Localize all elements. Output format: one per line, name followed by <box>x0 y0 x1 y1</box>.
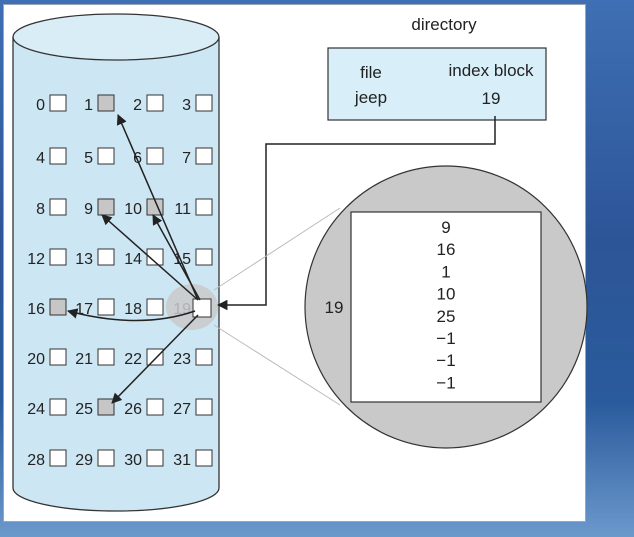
block-number-24: 24 <box>27 401 45 418</box>
block-number-2: 2 <box>133 97 142 114</box>
block-28-box <box>49 449 67 467</box>
arrow-to-block-9 <box>101 214 199 301</box>
block-12-box <box>49 248 67 266</box>
index-entry: 16 <box>437 240 456 259</box>
directory-to-index-arrow <box>216 116 496 311</box>
block-number-20: 20 <box>27 351 45 368</box>
block-number-4: 4 <box>36 150 45 167</box>
block-17-box <box>97 298 115 316</box>
block-number-21: 21 <box>75 351 93 368</box>
index-block-entries: 9 16 1 10 25 −1 −1 −1 <box>436 218 455 392</box>
directory-title: directory <box>411 15 477 34</box>
arrow-to-block-25 <box>111 314 199 404</box>
block-number-7: 7 <box>182 150 191 167</box>
block-27-box <box>195 398 213 416</box>
block-number-9: 9 <box>84 201 93 218</box>
block-31-box <box>195 449 213 467</box>
block-6-box <box>146 147 164 165</box>
directory-entry-index-block: 19 <box>482 89 501 108</box>
arrow-to-block-16 <box>66 308 196 322</box>
index-entry: −1 <box>436 351 455 370</box>
block-15-box <box>195 248 213 266</box>
block-number-27: 27 <box>173 401 191 418</box>
block-number-5: 5 <box>84 150 93 167</box>
block-13-box <box>97 248 115 266</box>
block-30-box <box>146 449 164 467</box>
block-21-box <box>97 348 115 366</box>
index-entry: 9 <box>441 218 450 237</box>
block-5-box <box>97 147 115 165</box>
block-number-8: 8 <box>36 201 45 218</box>
block-number-29: 29 <box>75 452 93 469</box>
block-0-box <box>49 94 67 112</box>
directory-box <box>327 47 547 121</box>
zoom-guide-top <box>213 207 341 291</box>
block-8-box <box>49 198 67 216</box>
zoom-guide-bottom <box>213 324 341 406</box>
block-7-box <box>195 147 213 165</box>
block-number-25: 25 <box>75 401 93 418</box>
pointer-arrows <box>66 114 201 404</box>
block-19-box <box>192 298 212 318</box>
index-entry: 25 <box>437 307 456 326</box>
block-number-14: 14 <box>124 251 142 268</box>
block-2-box <box>146 94 164 112</box>
index-entry: −1 <box>436 373 455 392</box>
block-14-box <box>146 248 164 266</box>
block-number-30: 30 <box>124 452 142 469</box>
block-number-11: 11 <box>174 201 191 218</box>
block-number-26: 26 <box>124 401 142 418</box>
index-block-box <box>350 211 542 403</box>
block-9-box <box>97 198 115 216</box>
block-20-box <box>49 348 67 366</box>
block-11-box <box>195 198 213 216</box>
index-block-zoom: 19 9 16 1 10 25 −1 −1 −1 <box>304 165 588 449</box>
directory: directory file index block jeep 19 <box>327 15 547 121</box>
block-3-box <box>195 94 213 112</box>
arrow-to-block-1 <box>116 114 199 301</box>
disk-blocks: 0123456789101112131415161718192021222324… <box>27 94 213 469</box>
block-number-23: 23 <box>173 351 191 368</box>
index-block-label: 19 <box>325 298 344 317</box>
directory-entry-file: jeep <box>354 88 387 107</box>
block-number-12: 12 <box>27 251 45 268</box>
block-26-box <box>146 398 164 416</box>
block-18-box <box>146 298 164 316</box>
block-22-box <box>146 348 164 366</box>
block-29-box <box>97 449 115 467</box>
block-number-31: 31 <box>173 452 191 469</box>
block-number-0: 0 <box>36 97 45 114</box>
block-1-box <box>97 94 115 112</box>
block-16-box <box>49 298 67 316</box>
index-entry: 1 <box>441 262 450 281</box>
block-number-16: 16 <box>27 301 45 318</box>
block-24-box <box>49 398 67 416</box>
block-number-18: 18 <box>124 301 142 318</box>
block-number-10: 10 <box>124 201 142 218</box>
block-25-box <box>97 398 115 416</box>
index-entry: −1 <box>436 329 455 348</box>
block-number-3: 3 <box>182 97 191 114</box>
block-number-28: 28 <box>27 452 45 469</box>
block-19-highlight <box>166 284 218 330</box>
block-23-box <box>195 348 213 366</box>
block-number-1: 1 <box>84 97 93 114</box>
block-number-13: 13 <box>75 251 93 268</box>
block-number-22: 22 <box>124 351 142 368</box>
block-number-15: 15 <box>173 251 191 268</box>
arrow-to-block-10 <box>152 214 201 301</box>
index-entry: 10 <box>437 285 456 304</box>
directory-header-index-block: index block <box>448 61 534 80</box>
block-4-box <box>49 147 67 165</box>
directory-header-file: file <box>360 63 382 82</box>
